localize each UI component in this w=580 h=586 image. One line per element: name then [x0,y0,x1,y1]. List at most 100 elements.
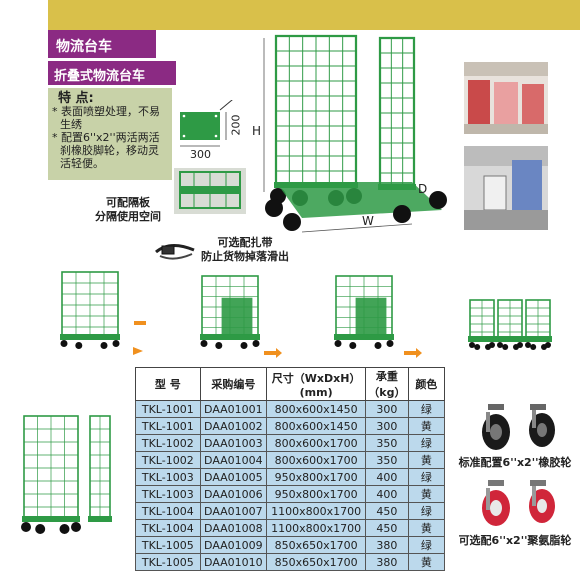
plate-height-label: 200 [229,114,243,136]
wheel-icon [525,342,531,348]
table-cell: 300 [365,400,409,418]
table-cell: 950x800x1700 [266,468,367,486]
strap-note: 可选配扎带 防止货物掉落滑出 [201,236,289,263]
wheel-icon [215,342,223,349]
col-load: 承重（kg） [365,367,409,401]
table-cell: TKL-1001 [135,417,201,435]
cart-side-image [21,415,112,534]
table-cell: 绿 [407,400,446,418]
table-cell: TKL-1005 [135,536,201,554]
table-cell: DAA01007 [199,502,268,520]
table-cell: DAA01001 [199,400,268,418]
wheel-icon [485,344,491,350]
green-plate [180,112,220,140]
table-cell: 950x800x1700 [266,485,367,503]
shelf-note: 可配隔板 分隔使用空间 [95,196,161,223]
page-title: 物流台车 [48,30,156,58]
table-cell: 300 [365,417,409,435]
feature-heading: 特 点: [58,91,94,106]
wheel-icon [59,524,70,534]
table-cell: 850x650x1700 [266,536,367,554]
table-cell: TKL-1003 [135,468,201,486]
strap-icon [155,244,195,260]
wheel-icon [71,522,81,532]
table-cell: 黄 [407,417,446,435]
table-cell: 380 [365,536,409,554]
fold-step-1 [60,271,120,349]
wheel-icon [265,199,283,217]
pu-wheel-image [482,480,555,526]
fold-step-3 [334,275,394,349]
table-cell: DAA01005 [199,468,268,486]
wheel-icon [60,340,68,347]
fold-step-2 [200,275,260,349]
table-cell: TKL-1005 [135,553,201,571]
dimension-w: W [362,214,374,228]
plate-width-label: 300 [190,148,211,161]
wheel-icon [349,342,357,349]
feature-item: * 配置6''x2''两活两活刹橡胶脚轮，移动灵活轻便。 [52,131,160,170]
top-accent-strip [0,0,580,30]
col-purchase-no: 采购编号 [199,367,268,401]
table-cell: TKL-1002 [135,451,201,469]
wheel-icon [35,524,46,534]
wheel-icon [374,342,382,349]
wheel-icon [252,340,260,347]
wheel-icon [541,344,547,350]
table-cell: TKL-1003 [135,485,201,503]
wheel-icon [469,342,475,348]
warehouse-photo-1 [464,62,548,134]
spec-table: 型 号 采购编号 尺寸（WxDxH）(mm) 承重（kg） 颜色 TKL-100… [135,367,446,571]
col-model: 型 号 [135,367,201,401]
table-cell: DAA01002 [199,417,268,435]
table-cell: 黄 [407,553,446,571]
main-cart-image [263,34,447,233]
col-size: 尺寸（WxDxH）(mm) [266,367,367,401]
wheel-icon [75,342,83,349]
wheel-icon [497,342,503,348]
feature-box: 特 点: * 表面喷塑处理，不易生绣 * 配置6''x2''两活两活刹橡胶脚轮，… [48,88,172,180]
wheel-icon [393,205,411,223]
wheel-icon [283,213,301,231]
table-cell: 1100x800x1700 [266,519,367,537]
table-cell: 450 [365,519,409,537]
table-cell: 黄 [407,519,446,537]
wheel-icon [334,340,342,347]
table-cell: 850x650x1700 [266,553,367,571]
wheel-icon [112,340,120,347]
page-subtitle: 折叠式物流台车 [48,61,176,85]
table-cell: 800x600x1450 [266,400,367,418]
table-cell: DAA01003 [199,434,268,452]
wheel-icon [474,344,481,350]
plate-diagram [180,100,233,147]
table-cell: 黄 [407,485,446,503]
table-cell: 1100x800x1700 [266,502,367,520]
wheel-icon [21,522,31,532]
table-cell: TKL-1004 [135,502,201,520]
wheel-icon [200,340,208,347]
table-cell: 黄 [407,451,446,469]
wheel-icon [386,340,394,347]
arrow-icon [134,321,146,325]
table-cell: 绿 [407,502,446,520]
wheel-icon [429,191,447,209]
warehouse-photo-2 [464,146,548,230]
table-cell: 绿 [407,468,446,486]
wheel-icon [502,344,509,350]
table-cell: TKL-1004 [135,519,201,537]
wheel-icon [240,342,248,349]
arrow-icon [404,348,422,358]
table-cell: 800x600x1700 [266,451,367,469]
table-cell: DAA01008 [199,519,268,537]
table-cell: 450 [365,502,409,520]
table-cell: 绿 [407,434,446,452]
